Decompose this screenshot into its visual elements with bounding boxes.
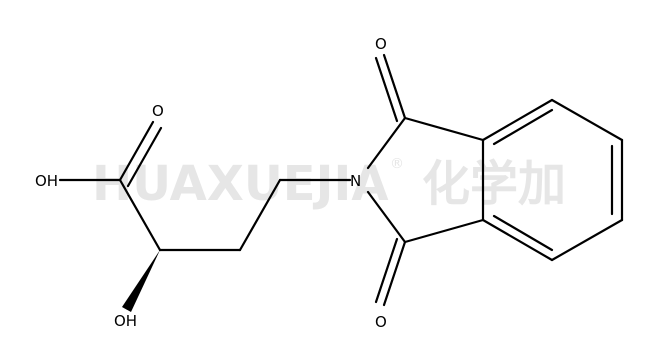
bond-cbottom-ring: [403, 218, 485, 244]
bond-carbonyl-a: [118, 120, 155, 182]
watermark: HUAXUEJIA ® 化学加: [92, 156, 566, 212]
bond-top-carbonyl-a: [382, 53, 407, 120]
bond-c1-c2: [118, 178, 162, 252]
benzene-inner-3: [492, 214, 554, 252]
bond-n-cbottom: [366, 190, 407, 244]
top-oxygen-label: O: [375, 35, 387, 53]
bond-carbonyl-b: [126, 126, 163, 188]
watermark-text: HUAXUEJIA: [92, 156, 388, 212]
bond-top-carbonyl-b: [374, 56, 399, 123]
benzene-bond-4: [550, 218, 624, 262]
watermark-registered-mark: ®: [390, 156, 404, 172]
watermark-cjk: 化学加: [422, 156, 566, 212]
bond-c3-c4: [238, 178, 282, 252]
benzene-bond-5: [481, 218, 554, 262]
bond-bottom-carbonyl-a: [382, 240, 407, 307]
benzene-inner-1: [492, 108, 554, 146]
stereo-wedge-bond: [122, 250, 160, 312]
benzene-bond-1: [481, 98, 554, 142]
benzene-bond-2: [550, 98, 624, 142]
acid-oh-label: OH: [35, 172, 58, 190]
bond-n-ctop: [366, 116, 407, 170]
acid-o-label: O: [152, 102, 164, 120]
bond-ctop-ring: [403, 116, 485, 142]
bottom-oxygen-label: O: [375, 313, 387, 331]
nitrogen-label: N: [350, 172, 361, 190]
alpha-oh-label: OH: [114, 312, 137, 330]
bond-bottom-carbonyl-b: [374, 237, 399, 304]
